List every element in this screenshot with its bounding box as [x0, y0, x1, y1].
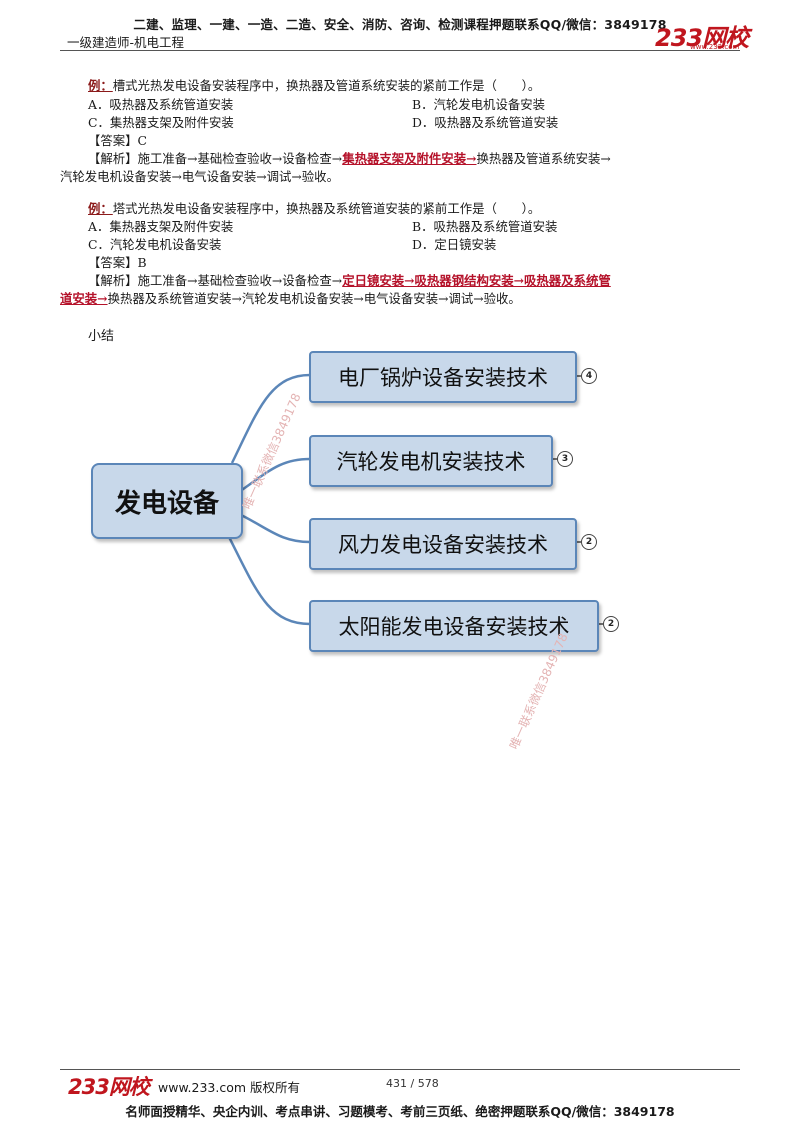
q1-label: 例： — [88, 78, 113, 93]
q1-analysis-line-2: 汽轮发电机设备安装→电气设备安装→调试→验收。 — [60, 169, 339, 184]
q1-options-row-2: C．集热器支架及附件安装 D．吸热器及系统管道安装 — [88, 114, 558, 132]
q1-option-b: B．汽轮发电机设备安装 — [412, 97, 546, 112]
q2-analysis-highlight: 定日镜安装→吸热器钢结构安装→吸热器及系统管 — [342, 273, 611, 288]
q1-analysis-part-a: 施工准备→基础检查验收→设备检查→ — [137, 151, 343, 166]
q1-stem-text: 槽式光热发电设备安装程序中，换热器及管道系统安装的紧前工作是（ ）。 — [112, 78, 541, 93]
q1-stem: 例：槽式光热发电设备安装程序中，换热器及管道系统安装的紧前工作是（ ）。 — [88, 77, 540, 95]
summary-heading: 小结 — [88, 329, 115, 344]
q2-options-row-2: C．汽轮发电机设备安装 D．定日镜安装 — [88, 236, 496, 254]
footer-contact-line: 名师面授精华、央企内训、考点串讲、习题模考、考前三页纸、绝密押题联系QQ/微信：… — [125, 1104, 675, 1119]
q2-label: 例： — [88, 201, 113, 216]
q1-analysis-label: 【解析】 — [88, 151, 138, 166]
connector-1 — [230, 373, 311, 464]
q2-analysis-part-b: 换热器及系统管道安装→汽轮发电机设备安装→电气设备安装→调试→验收。 — [107, 291, 521, 306]
q1-options-row-1: A．吸热器及系统管道安装 B．汽轮发电机设备安装 — [88, 96, 545, 114]
branch-2-count-badge: 3 — [557, 451, 573, 467]
q1-answer: 【答案】C — [88, 133, 148, 148]
connector-4 — [226, 534, 311, 626]
page-number: 431 / 578 — [386, 1077, 439, 1090]
footer-logo: 233网校 — [68, 1075, 150, 1099]
mindmap-branch-3: 风力发电设备安装技术 — [309, 518, 577, 570]
connector-2 — [238, 457, 311, 494]
q2-option-c: C．汽轮发电机设备安装 — [88, 237, 222, 252]
footer-copyright: www.233.com 版权所有 — [158, 1080, 300, 1095]
mindmap-branch-2: 汽轮发电机安装技术 — [309, 435, 553, 487]
q2-stem: 例：塔式光热发电设备安装程序中，换热器及系统管道安装的紧前工作是（ ）。 — [88, 200, 540, 218]
document-subtitle: 一级建造师-机电工程 — [67, 35, 185, 50]
q2-analysis-highlight-cont: 道安装→ — [60, 291, 108, 306]
footer-divider — [60, 1069, 740, 1070]
q2-analysis-line-1: 【解析】施工准备→基础检查验收→设备检查→定日镜安装→吸热器钢结构安装→吸热器及… — [88, 272, 611, 290]
mindmap-root-node: 发电设备 — [91, 463, 243, 539]
q1-analysis-highlight: 集热器支架及附件安装→ — [342, 151, 477, 166]
q2-options-row-1: A．集热器支架及附件安装 B．吸热器及系统管道安装 — [88, 218, 557, 236]
q1-option-a: A．吸热器及系统管道安装 — [88, 97, 234, 112]
branch-4-count-badge: 2 — [603, 616, 619, 632]
q2-option-d: D．定日镜安装 — [412, 237, 497, 252]
q2-analysis-part-a: 施工准备→基础检查验收→设备检查→ — [137, 273, 343, 288]
q1-option-d: D．吸热器及系统管道安装 — [412, 115, 559, 130]
header-logo: 233网校 — [655, 24, 749, 52]
branch-3-count-badge: 2 — [581, 534, 597, 550]
q2-stem-text: 塔式光热发电设备安装程序中，换热器及系统管道安装的紧前工作是（ ）。 — [112, 201, 541, 216]
q2-analysis-line-2: 道安装→换热器及系统管道安装→汽轮发电机设备安装→电气设备安装→调试→验收。 — [60, 290, 521, 308]
q1-analysis-line-1: 【解析】施工准备→基础检查验收→设备检查→集热器支架及附件安装→换热器及管道系统… — [88, 150, 611, 168]
q2-option-a: A．集热器支架及附件安装 — [88, 219, 234, 234]
mindmap-branch-4: 太阳能发电设备安装技术 — [309, 600, 599, 652]
header-contact-line: 二建、监理、一建、一造、二造、安全、消防、咨询、检测课程押题联系QQ/微信：38… — [133, 17, 667, 32]
q2-option-b: B．吸热器及系统管道安装 — [412, 219, 558, 234]
header-divider — [60, 50, 740, 51]
connector-3 — [238, 512, 311, 544]
q1-analysis-part-b: 换热器及管道系统安装→ — [476, 151, 611, 166]
branch-1-count-badge: 4 — [581, 368, 597, 384]
mindmap-branch-1: 电厂锅炉设备安装技术 — [309, 351, 577, 403]
header-logo-url: www.233.com — [690, 43, 740, 51]
q1-option-c: C．集热器支架及附件安装 — [88, 115, 234, 130]
q2-analysis-label: 【解析】 — [88, 273, 138, 288]
q2-answer: 【答案】B — [88, 255, 147, 270]
